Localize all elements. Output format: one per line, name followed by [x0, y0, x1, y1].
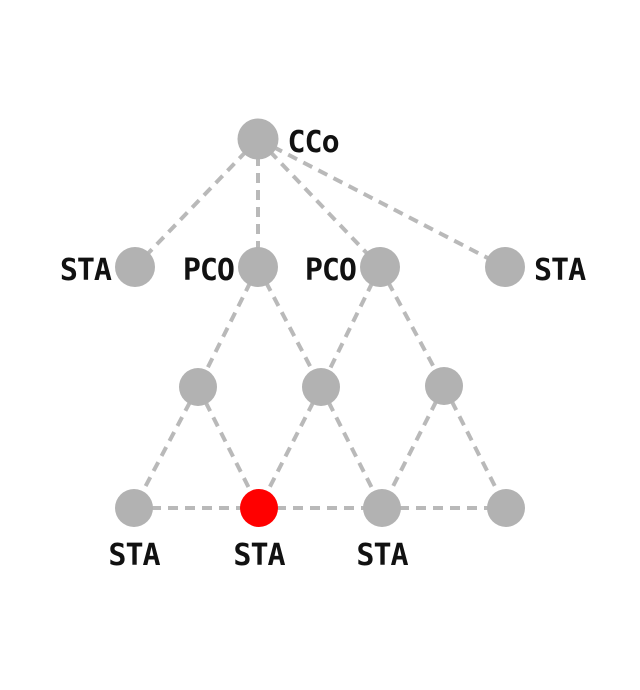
- edge-relay-left--sta-bottom-left: [132, 386, 200, 509]
- node-relay-center: [302, 368, 340, 406]
- edge-pco-left--relay-left: [196, 266, 260, 388]
- node-sta-bottom-left: [115, 489, 153, 527]
- label-sta-bottom-left: STA: [108, 538, 160, 573]
- edge-relay-center--sta-bottom-right: [319, 386, 384, 509]
- edge-cco--sta-upper-left: [133, 137, 260, 269]
- node-relay-right: [425, 367, 463, 405]
- edge-relay-center--sta-bottom-center: [257, 386, 323, 509]
- edge-relay-right--sta-bottom-right: [380, 385, 446, 509]
- label-sta-upper-left: STA: [60, 253, 112, 288]
- node-sta-upper-right: [485, 247, 525, 287]
- label-sta-bottom-right: STA: [356, 538, 408, 573]
- label-sta-bottom-center: STA: [233, 538, 285, 573]
- edge-pco-right--relay-right: [378, 266, 446, 387]
- node-sta-upper-left: [115, 247, 155, 287]
- label-cco: CCo: [288, 125, 339, 160]
- node-relay-left: [179, 368, 217, 406]
- label-sta-upper-right: STA: [534, 253, 586, 288]
- edge-relay-right--node-bottom-far-right: [442, 385, 508, 509]
- node-node-bottom-far-right: [487, 489, 525, 527]
- edge-cco--sta-upper-right: [257, 137, 506, 269]
- node-pco-right: [360, 247, 400, 287]
- edge-pco-right--relay-center: [319, 266, 382, 388]
- node-sta-bottom-center-highlighted: [240, 489, 278, 527]
- edge-cco--pco-right: [256, 137, 382, 269]
- edge-pco-left--relay-center: [256, 266, 323, 388]
- edge-relay-left--sta-bottom-center: [196, 386, 261, 509]
- node-pco-left: [238, 247, 278, 287]
- node-sta-bottom-right: [363, 489, 401, 527]
- label-pco-left: PCO: [183, 253, 234, 288]
- label-pco-right: PCO: [305, 253, 356, 288]
- node-cco: [237, 118, 279, 160]
